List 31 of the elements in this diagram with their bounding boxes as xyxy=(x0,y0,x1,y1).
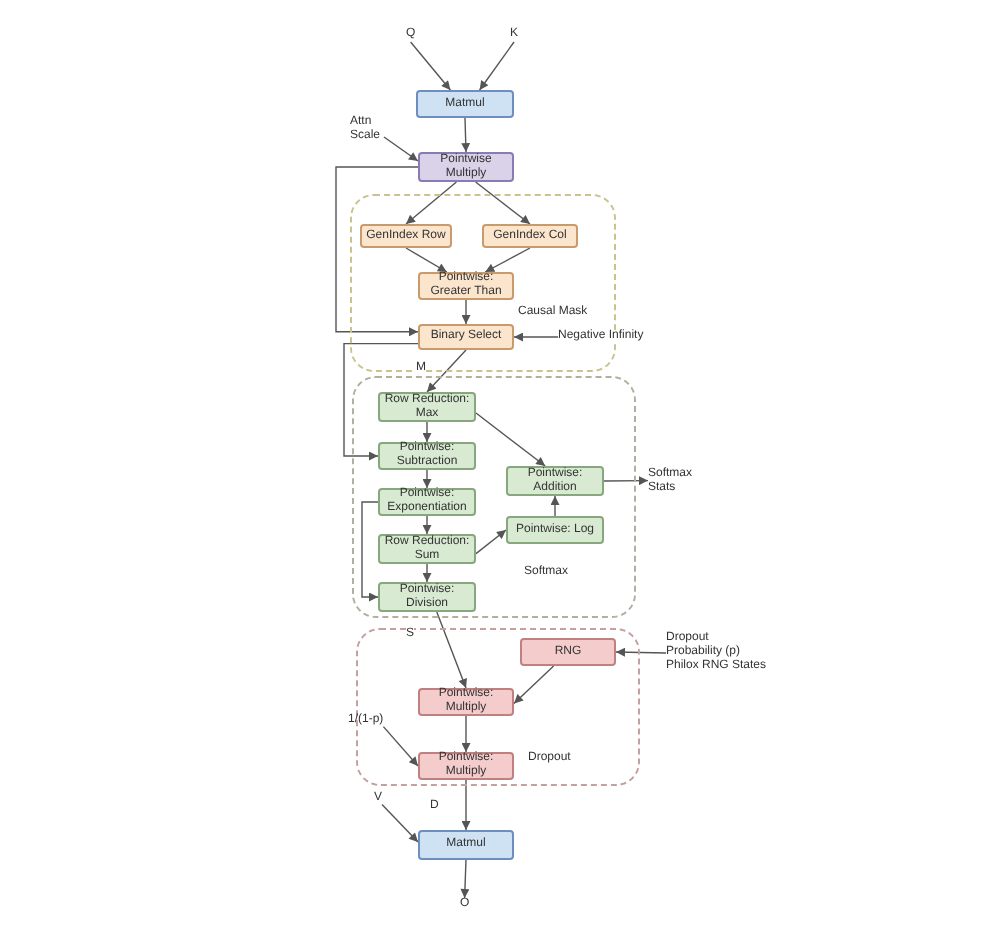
arrow xyxy=(361,501,379,602)
arrow xyxy=(381,803,419,843)
arrow xyxy=(343,342,419,461)
arrow xyxy=(461,117,471,153)
arrow xyxy=(436,611,467,689)
arrow xyxy=(422,469,432,489)
arrow xyxy=(422,515,432,535)
arrow xyxy=(615,647,667,657)
arrow xyxy=(513,332,559,342)
arrow xyxy=(335,166,419,337)
arrow xyxy=(603,476,649,486)
arrow xyxy=(478,41,515,91)
arrow xyxy=(460,859,470,899)
arrow xyxy=(405,181,458,225)
arrow xyxy=(383,136,419,162)
arrow xyxy=(461,715,471,753)
arrow xyxy=(409,41,452,91)
arrow xyxy=(484,247,531,273)
arrow xyxy=(461,779,471,831)
arrow xyxy=(550,495,560,517)
arrow xyxy=(426,349,467,393)
arrow xyxy=(513,665,555,705)
arrow xyxy=(475,412,546,467)
arrow xyxy=(422,421,432,443)
arrow xyxy=(475,529,507,555)
arrow xyxy=(461,299,471,325)
dashed-group-region xyxy=(352,376,636,618)
arrow xyxy=(422,563,432,583)
arrow xyxy=(474,181,531,225)
arrow xyxy=(405,247,448,273)
arrow xyxy=(382,725,419,767)
